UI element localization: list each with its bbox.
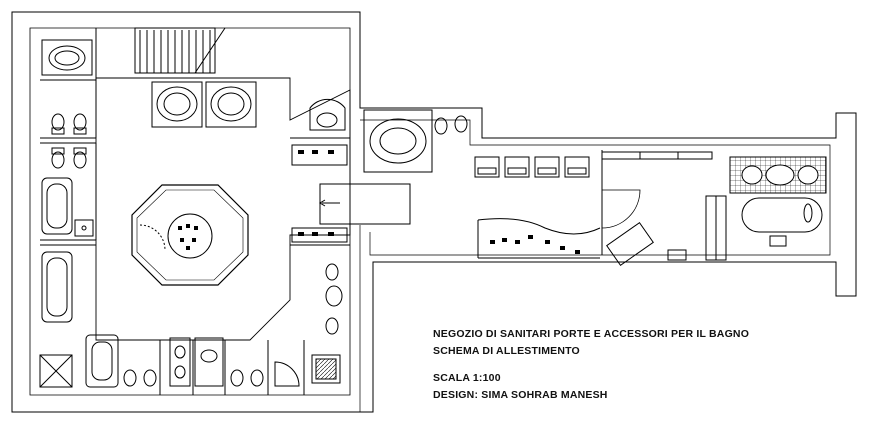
entrance-counter [319, 183, 411, 225]
annex-inner-wall [360, 119, 831, 256]
scale-label: SCALA 1:100 [433, 372, 501, 384]
title-line-2: SCHEMA DI ALLESTIMENTO [433, 345, 580, 357]
shower-bottom-left [39, 354, 73, 388]
display-items [178, 150, 580, 254]
inner-wall [29, 27, 351, 396]
whirlpool-tubs [151, 81, 257, 128]
toilets-left [51, 113, 87, 169]
bottom-row-fixtures [85, 334, 341, 388]
meeting-table [741, 197, 823, 247]
carpet-lounge [729, 156, 827, 194]
bathtub-left-2 [41, 251, 73, 323]
curved-display-wall [477, 218, 601, 259]
title-line-1: NEGOZIO DI SANITARI PORTE E ACCESSORI PE… [433, 328, 750, 340]
corner-bathtub [41, 39, 93, 76]
bathtub-left-1 [41, 177, 73, 235]
annex-display-stands [474, 156, 590, 178]
annex-corner-tub [363, 109, 468, 173]
door-swing [601, 189, 641, 229]
central-octagon-display [131, 184, 249, 286]
reception-desk [606, 195, 727, 266]
showroom-floor [95, 77, 351, 341]
outer-wall [11, 11, 857, 413]
title-block: NEGOZIO DI SANITARI PORTE E ACCESSORI PE… [433, 326, 749, 404]
stairs [134, 27, 226, 74]
design-credit: DESIGN: SIMA SOHRAB MANESH [433, 389, 608, 401]
right-column-fixtures [291, 98, 348, 335]
